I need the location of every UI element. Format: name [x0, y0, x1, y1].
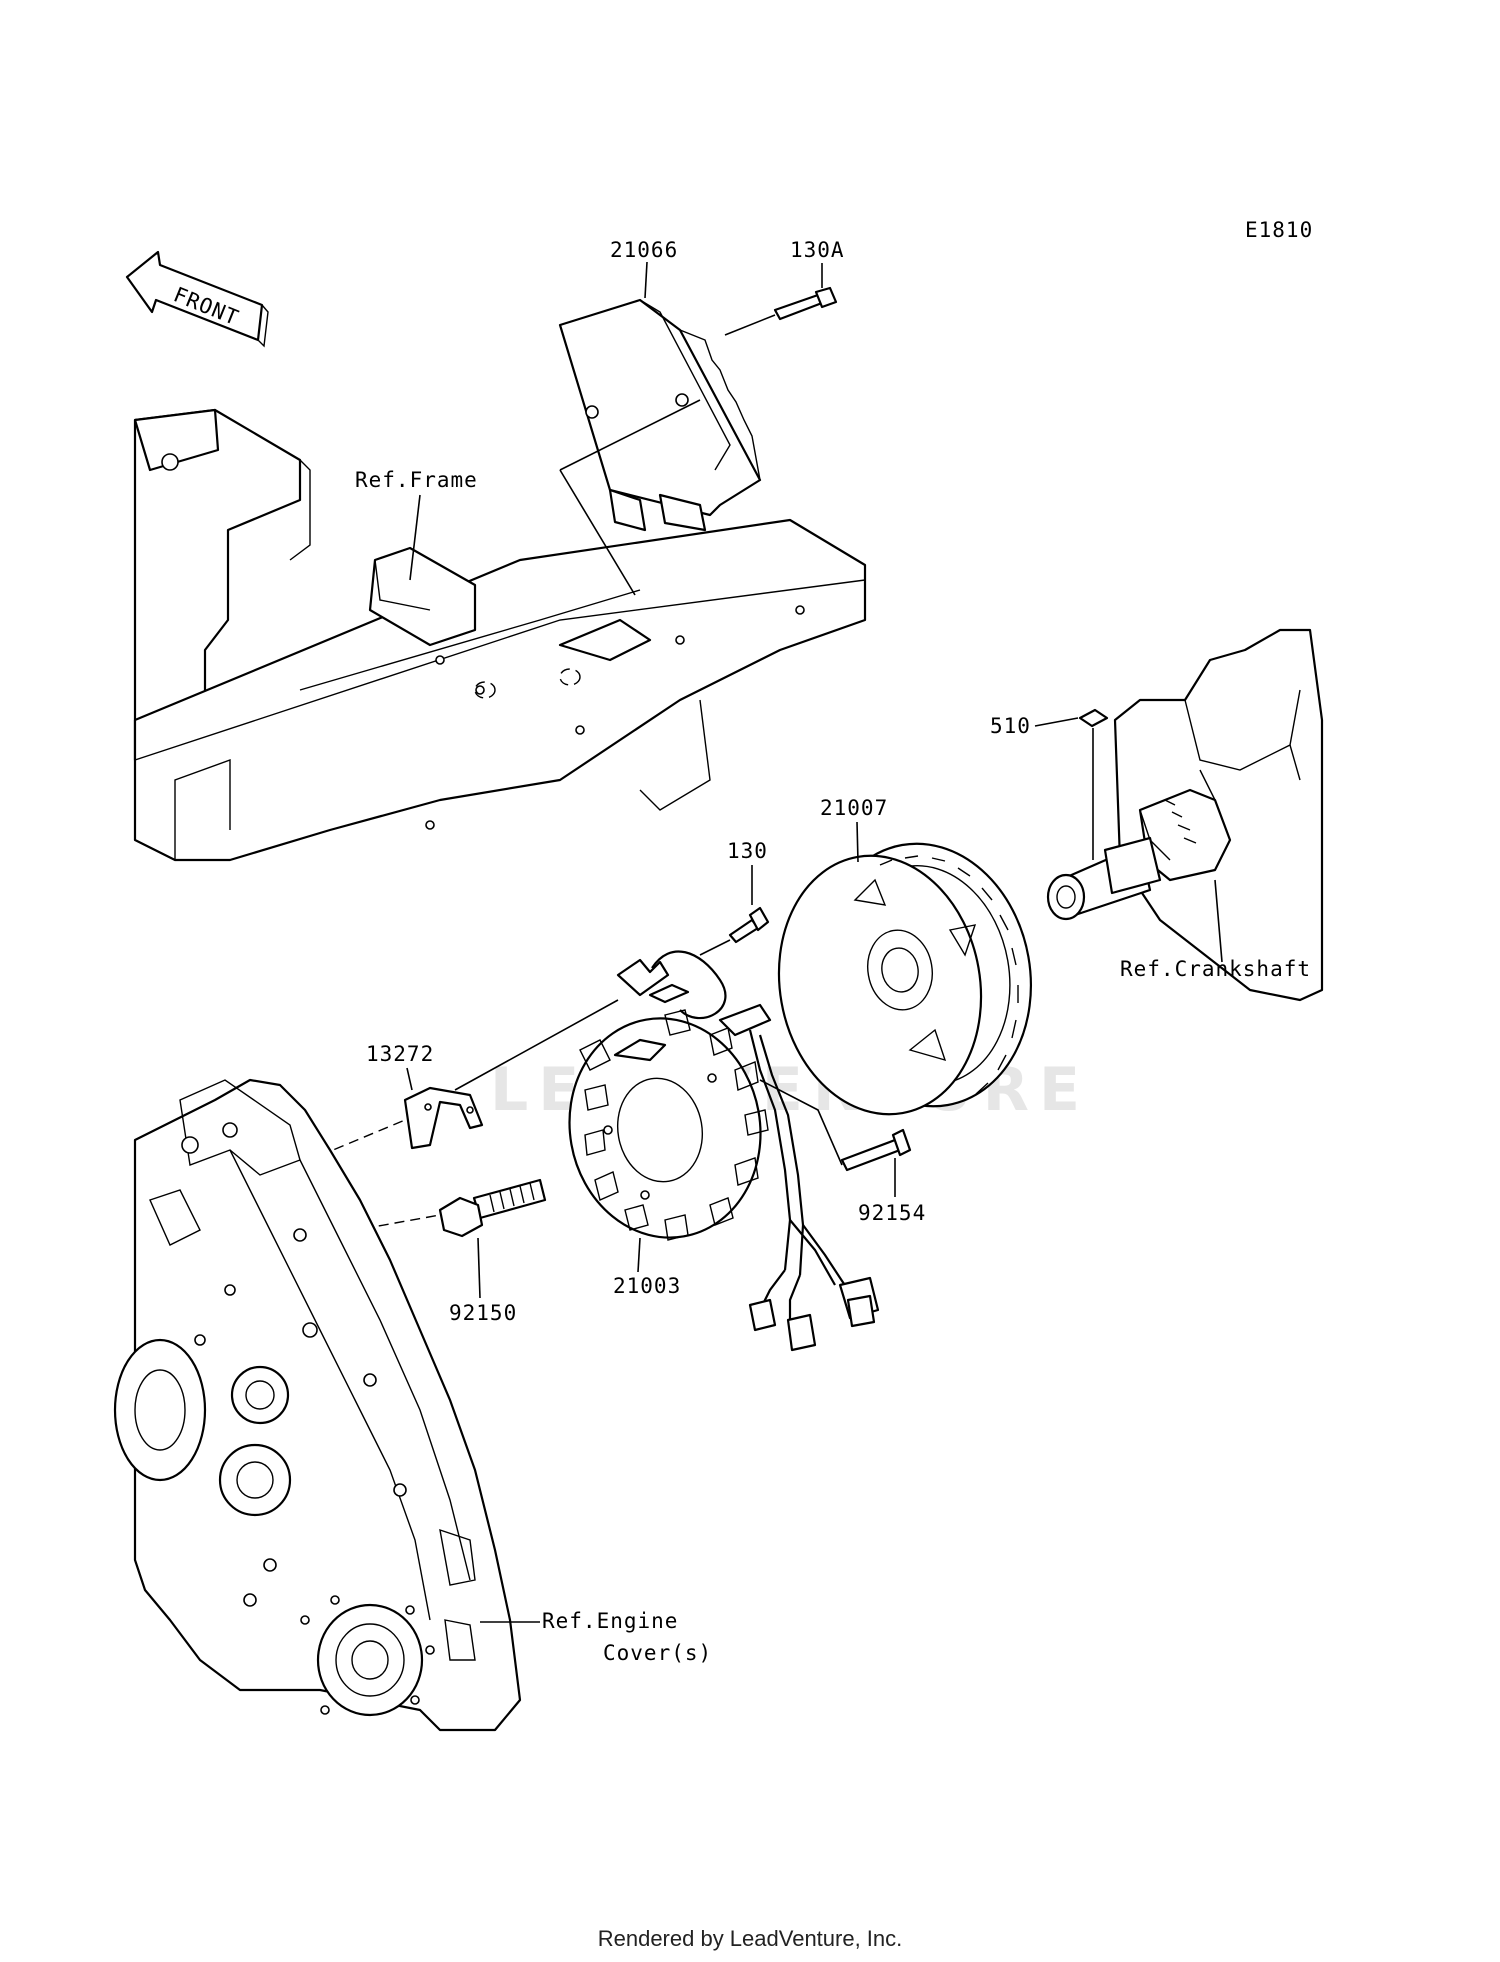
- ref-frame-label: Ref.Frame: [355, 468, 478, 492]
- regulator-rectifier-21066: [558, 298, 762, 532]
- footer-credit: Rendered by LeadVenture, Inc.: [598, 1926, 903, 1951]
- callout-21066: 21066: [610, 238, 678, 262]
- bolt-92150: [438, 1178, 547, 1238]
- callout-92154: 92154: [858, 1201, 926, 1225]
- ref-engine-cover-label-line1: Ref.Engine: [542, 1609, 678, 1633]
- callout-21003: 21003: [613, 1274, 681, 1298]
- crankshaft-illustration: [1046, 628, 1324, 1002]
- front-arrow-icon: FRONT: [125, 250, 269, 348]
- bolt-130A: [773, 286, 838, 321]
- diagram-code: E1810: [1245, 218, 1313, 242]
- bolt-92154: [840, 1128, 912, 1172]
- woodruff-key-510: [1078, 708, 1109, 728]
- screw-130: [728, 906, 770, 944]
- engine-cover-illustration: [113, 1078, 522, 1732]
- callout-21007: 21007: [820, 796, 888, 820]
- plate-13272: [403, 1086, 484, 1150]
- rotor-21007: [777, 842, 1033, 1116]
- callout-130A: 130A: [790, 238, 845, 262]
- callout-510: 510: [990, 714, 1031, 738]
- ref-crankshaft-label: Ref.Crankshaft: [1120, 957, 1311, 981]
- callout-130: 130: [727, 839, 768, 863]
- callout-92150: 92150: [449, 1301, 517, 1325]
- ref-engine-cover-label-line2: Cover(s): [603, 1641, 712, 1665]
- callout-13272: 13272: [366, 1042, 434, 1066]
- stator-harness: [616, 950, 880, 1352]
- frame-illustration: [133, 408, 867, 862]
- stator-21003: [568, 983, 769, 1241]
